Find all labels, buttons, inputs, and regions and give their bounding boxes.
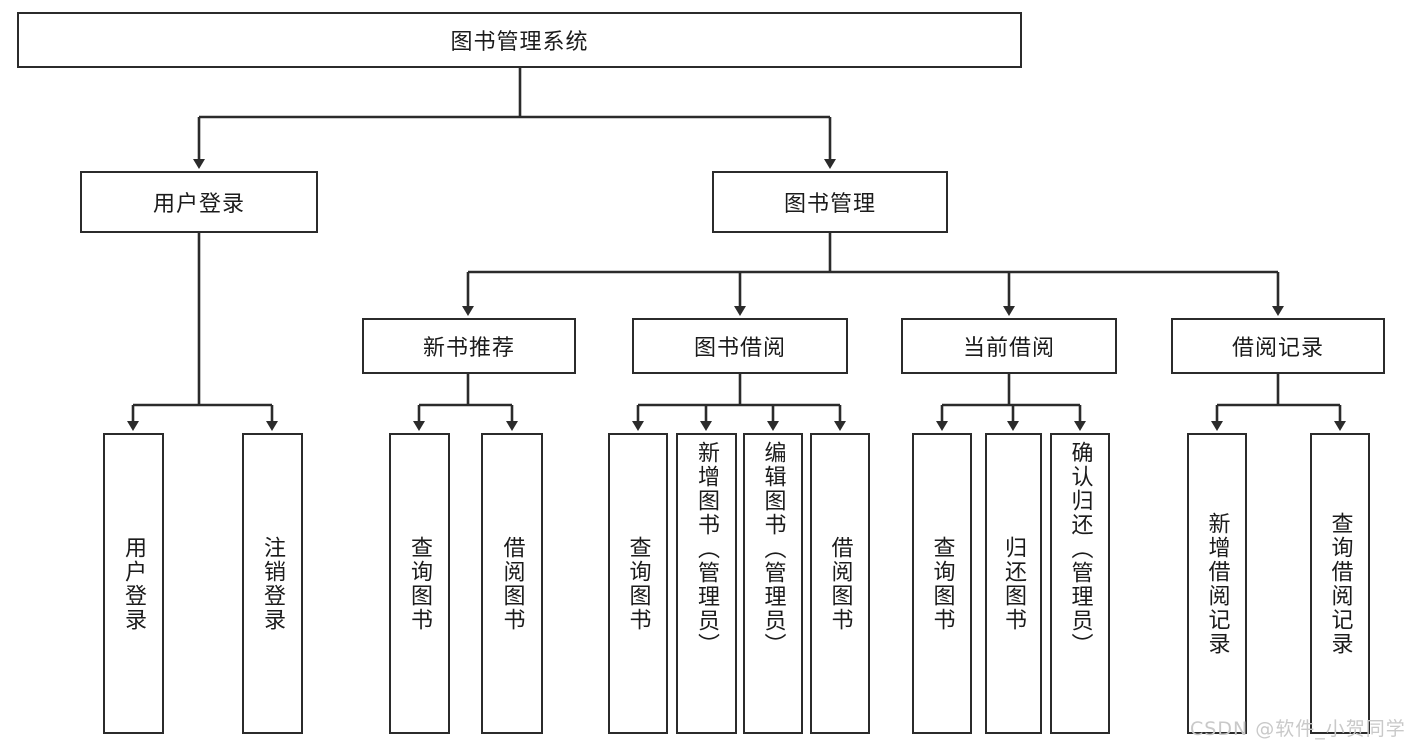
leaf-node-label: 新增借阅记录	[1204, 511, 1230, 656]
node-label: 图书借阅	[693, 336, 786, 361]
leaf-node-label: 查询图书	[625, 535, 651, 632]
node-label: 借阅记录	[1231, 336, 1324, 361]
node-root[interactable]: 图书管理系统	[17, 12, 1022, 68]
node-root-label: 图书管理系统	[450, 30, 589, 55]
leaf-node-label: 查询图书	[929, 535, 955, 632]
leaf-node[interactable]: 归还图书	[985, 433, 1042, 734]
leaf-node-label: 查询借阅记录	[1327, 511, 1353, 656]
node-borrow-record[interactable]: 借阅记录	[1171, 318, 1385, 374]
leaf-node[interactable]: 新增借阅记录	[1187, 433, 1247, 734]
leaf-node[interactable]: 新增图书（管理员）	[676, 433, 737, 734]
leaf-node[interactable]: 注销登录	[242, 433, 303, 734]
leaf-node[interactable]: 查询图书	[912, 433, 972, 734]
leaf-node-label: 用户登录	[121, 535, 147, 632]
leaf-node[interactable]: 查询图书	[389, 433, 450, 734]
leaf-node[interactable]: 编辑图书（管理员）	[743, 433, 803, 734]
node-label: 当前借阅	[962, 336, 1055, 361]
leaf-node-label: 归还图书	[1001, 535, 1027, 632]
leaf-node[interactable]: 查询借阅记录	[1310, 433, 1370, 734]
leaf-node-label: 确认归还（管理员）	[1067, 441, 1093, 657]
node-new-book-recommend[interactable]: 新书推荐	[362, 318, 576, 374]
leaf-node-label: 新增图书（管理员）	[694, 441, 720, 657]
leaf-node-label: 注销登录	[260, 535, 286, 632]
leaf-node[interactable]: 查询图书	[608, 433, 668, 734]
leaf-node-label: 查询图书	[407, 535, 433, 632]
node-book-management[interactable]: 图书管理	[712, 171, 948, 233]
leaf-node-label: 编辑图书（管理员）	[760, 441, 786, 657]
leaf-node-label: 借阅图书	[827, 535, 853, 632]
leaf-node[interactable]: 确认归还（管理员）	[1050, 433, 1110, 734]
node-book-borrow[interactable]: 图书借阅	[632, 318, 848, 374]
node-current-borrow[interactable]: 当前借阅	[901, 318, 1117, 374]
leaf-node[interactable]: 用户登录	[103, 433, 164, 734]
leaf-node[interactable]: 借阅图书	[481, 433, 543, 734]
leaf-node-label: 借阅图书	[499, 535, 525, 632]
node-label: 图书管理	[783, 192, 876, 217]
leaf-node[interactable]: 借阅图书	[810, 433, 870, 734]
node-label: 新书推荐	[422, 336, 515, 361]
node-label: 用户登录	[152, 192, 245, 217]
node-user-login[interactable]: 用户登录	[80, 171, 318, 233]
